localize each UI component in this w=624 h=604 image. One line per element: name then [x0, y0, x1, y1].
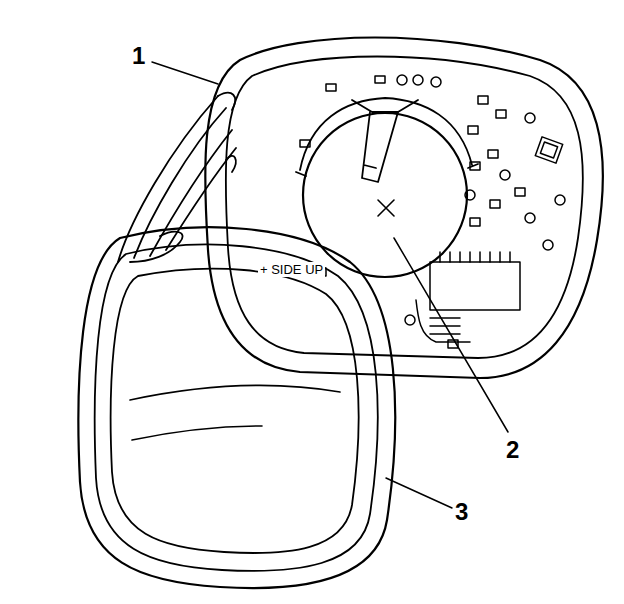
battery-clip	[296, 98, 478, 176]
battery-cross	[378, 200, 394, 216]
callout-number: 1	[132, 44, 145, 68]
strap-loop	[118, 93, 236, 262]
front-housing	[78, 227, 395, 588]
callout-number: 2	[506, 438, 519, 462]
components	[300, 75, 565, 348]
contact-tab	[362, 112, 398, 182]
circuit-board	[226, 57, 583, 359]
front-rim	[95, 245, 378, 571]
button-pad	[111, 269, 359, 553]
button-highlight	[130, 385, 340, 440]
callout-number: 3	[455, 500, 468, 524]
back-housing	[205, 38, 603, 379]
board-marking: + SIDE UP	[258, 262, 325, 277]
battery	[303, 113, 467, 277]
leader-lines	[152, 62, 508, 508]
